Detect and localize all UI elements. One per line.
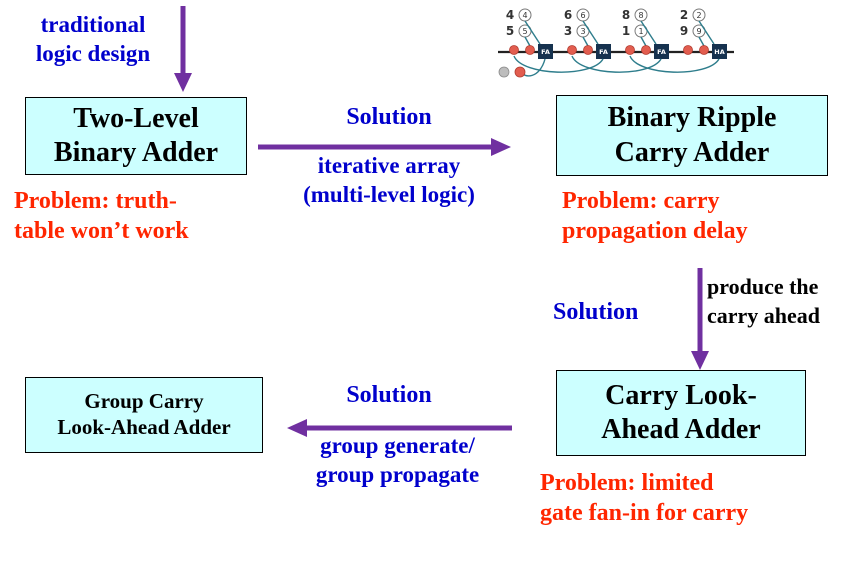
operand-digit: 8 <box>622 8 630 22</box>
solution-label-group: Solution <box>324 380 454 410</box>
box-title-line: Look-Ahead Adder <box>57 415 231 439</box>
node-group-carry-look-ahead-adder: Group Carry Look-Ahead Adder <box>25 377 263 453</box>
problem-line1: Problem: limited <box>540 470 714 496</box>
operand-digit: 5 <box>506 24 514 38</box>
operand-digit: 1 <box>622 24 630 38</box>
full-adder-block <box>654 44 669 59</box>
node-carry-look-ahead-adder: Carry Look- Ahead Adder <box>556 370 806 456</box>
problem-line2: gate fan-in for carry <box>540 500 749 527</box>
ripple-adder-illustration: 4 5 4 5 FA 6 3 6 3 FA <box>498 8 734 78</box>
box-title-line: Two-Level <box>73 102 199 134</box>
solution-text: Solution <box>553 299 639 325</box>
produce-carry-ahead-label: produce the carry ahead <box>707 272 820 330</box>
problem-line2: table won’t work <box>14 218 189 245</box>
circled-digit: 5 <box>522 27 527 36</box>
operand-digit: 9 <box>680 24 688 38</box>
node-dot <box>699 45 709 55</box>
node-two-level-binary-adder: Two-Level Binary Adder <box>25 97 247 175</box>
full-adder-block <box>596 44 611 59</box>
solution-label-iterative: Solution <box>324 102 454 132</box>
produce-line1: produce the <box>707 274 819 299</box>
problem-line1: Problem: carry <box>562 188 720 214</box>
box-title-line: Group Carry <box>84 389 204 414</box>
circled-digit: 6 <box>580 11 585 20</box>
adder-cell: 8 1 8 1 FA <box>571 8 669 73</box>
node-dot <box>567 45 577 55</box>
iterative-line1: iterative array <box>317 153 461 178</box>
node-dot <box>683 45 693 55</box>
adder-block-label: FA <box>657 48 666 56</box>
node-dot <box>641 45 651 55</box>
adder-block-label: FA <box>599 48 608 56</box>
traditional-line1: traditional <box>40 12 146 37</box>
problem-line1: Problem: truth- <box>14 188 177 214</box>
problem-fanin-label: Problem: limited gate fan-in for carry <box>540 468 748 529</box>
carry-out-dot <box>498 66 510 78</box>
solution-text: Solution <box>346 104 432 130</box>
box-title-line: Carry Adder <box>614 136 770 168</box>
circled-digit: 9 <box>696 27 701 36</box>
operand-digit: 2 <box>680 8 688 22</box>
problem-truth-table-label: Problem: truth- table won’t work <box>14 186 189 247</box>
sum-dot <box>514 66 526 78</box>
node-dot <box>525 45 535 55</box>
operand-digit: 6 <box>564 8 572 22</box>
box-title-line: Ahead Adder <box>601 414 761 445</box>
solution-text: Solution <box>346 382 432 408</box>
traditional-line2: logic design <box>35 41 151 67</box>
operand-digit: 4 <box>506 8 514 22</box>
circled-digit: 4 <box>522 11 527 20</box>
circled-digit: 8 <box>638 11 643 20</box>
node-binary-ripple-carry-adder: Binary Ripple Carry Adder <box>556 95 828 176</box>
produce-line2: carry ahead <box>707 303 821 329</box>
half-adder-block <box>712 44 727 59</box>
full-adder-block <box>538 44 553 59</box>
circled-digit: 2 <box>696 11 701 20</box>
adder-cell: 4 5 4 5 FA <box>506 8 553 77</box>
problem-carry-delay-label: Problem: carry propagation delay <box>562 186 748 247</box>
iterative-line2: (multi-level logic) <box>303 182 475 208</box>
node-dot <box>583 45 593 55</box>
traditional-logic-label: traditional logic design <box>8 10 178 68</box>
adder-cell: 2 9 2 9 HA <box>629 8 727 73</box>
adder-block-label: FA <box>541 48 550 56</box>
group-line2: group propagate <box>315 462 480 488</box>
adder-block-label: HA <box>714 48 724 56</box>
problem-line2: propagation delay <box>562 218 748 245</box>
box-title-line: Binary Adder <box>53 137 219 168</box>
circled-digit: 3 <box>580 27 585 36</box>
box-title-line: Binary Ripple <box>607 102 777 134</box>
group-line1: group generate/ <box>320 433 475 458</box>
circled-digit: 1 <box>638 27 643 36</box>
node-dot <box>625 45 635 55</box>
operand-digit: 3 <box>564 24 572 38</box>
adder-cell: 6 3 6 3 FA <box>513 8 611 73</box>
iterative-array-label: iterative array (multi-level logic) <box>283 151 495 209</box>
box-title-line: Carry Look- <box>605 379 757 411</box>
node-dot <box>509 45 519 55</box>
solution-label-lookahead: Solution <box>553 297 638 327</box>
group-generate-label: group generate/ group propagate <box>295 431 500 489</box>
